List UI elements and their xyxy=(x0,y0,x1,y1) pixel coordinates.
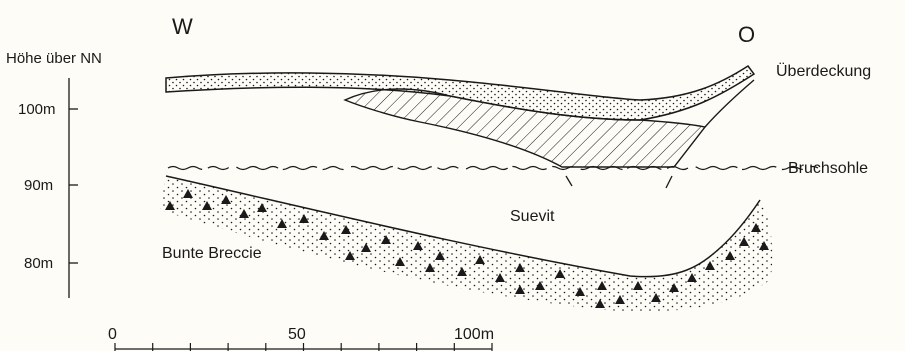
elevation-tick-label-80: 80m xyxy=(24,255,53,272)
elevation-axis: Höhe über NN 100m 90m 80m xyxy=(6,50,102,298)
scale-bar: 0 50 100m xyxy=(108,326,494,351)
quarry-floor-line xyxy=(168,167,818,170)
fault-trace-right xyxy=(666,176,672,188)
fault-trace-left xyxy=(566,176,572,186)
quarry-floor-label: Bruchsohle xyxy=(788,160,868,177)
elevation-tick-label-90: 90m xyxy=(24,177,53,194)
breccia-label: Bunte Breccie xyxy=(162,245,262,262)
suevite-label: Suevit xyxy=(510,208,555,225)
elevation-tick-label-100: 100m xyxy=(18,101,56,118)
overburden-label: Überdeckung xyxy=(776,62,871,80)
east-label: O xyxy=(738,22,755,47)
west-label: W xyxy=(172,14,193,39)
scale-bar-ticks xyxy=(115,343,492,351)
scale-label-0: 0 xyxy=(108,326,117,343)
scale-label-100: 100m xyxy=(454,326,494,343)
scale-label-50: 50 xyxy=(288,326,306,343)
elevation-axis-title: Höhe über NN xyxy=(6,50,102,67)
